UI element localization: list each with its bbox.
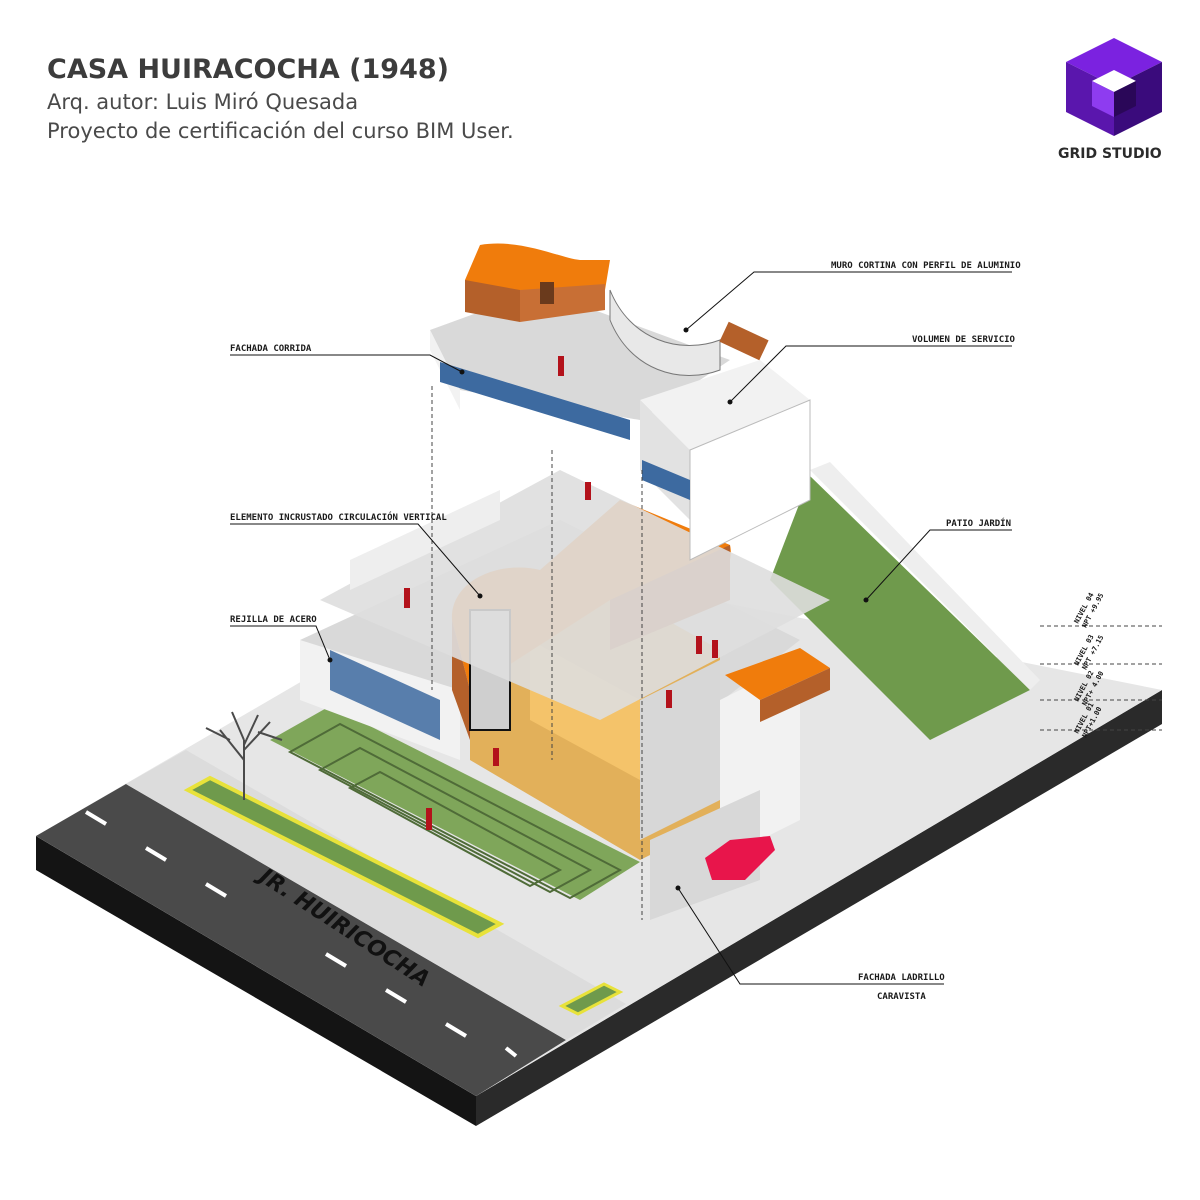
level-03: NIVEL 03 NPT +7.15 xyxy=(1073,633,1106,671)
grid-studio-logo-icon xyxy=(1066,38,1162,136)
street-road xyxy=(36,784,566,1096)
patio-garden xyxy=(770,462,1040,740)
level-04: NIVEL 04 NPT +9.95 xyxy=(1073,591,1106,629)
author-line: Arq. autor: Luis Miró Quesada xyxy=(47,90,359,114)
sidewalk xyxy=(126,750,626,1040)
label-elemento-incrustado: ELEMENTO INCRUSTADO CIRCULACIÓN VERTICAL xyxy=(230,511,447,523)
people-figures xyxy=(404,356,718,830)
label-patio-jardin: PATIO JARDÍN xyxy=(946,517,1011,529)
leader-dots xyxy=(327,327,869,891)
brand-name: GRID STUDIO xyxy=(1058,146,1162,162)
label-rejilla-acero: REJILLA DE ACERO xyxy=(230,615,317,625)
alignment-lines xyxy=(431,386,1162,920)
upper-floor xyxy=(430,289,811,561)
label-fachada-corrida: FACHADA CORRIDA xyxy=(230,344,312,354)
project-line: Proyecto de certificación del curso BIM … xyxy=(47,119,514,143)
car-icon xyxy=(705,836,775,880)
label-volumen-servicio: VOLUMEN DE SERVICIO xyxy=(912,335,1016,345)
page-title: CASA HUIRACOCHA (1948) xyxy=(47,54,450,85)
top-roof-volume xyxy=(465,243,610,322)
leader-lines xyxy=(230,271,1012,985)
label-caravista: CARAVISTA xyxy=(877,992,926,1002)
label-fachada-ladrillo: FACHADA LADRILLO xyxy=(858,973,945,983)
label-muro-cortina: MURO CORTINA CON PERFIL DE ALUMINIO xyxy=(831,261,1021,271)
middle-floor xyxy=(320,470,830,720)
tree-icon xyxy=(205,711,283,800)
front-garden xyxy=(270,706,640,900)
